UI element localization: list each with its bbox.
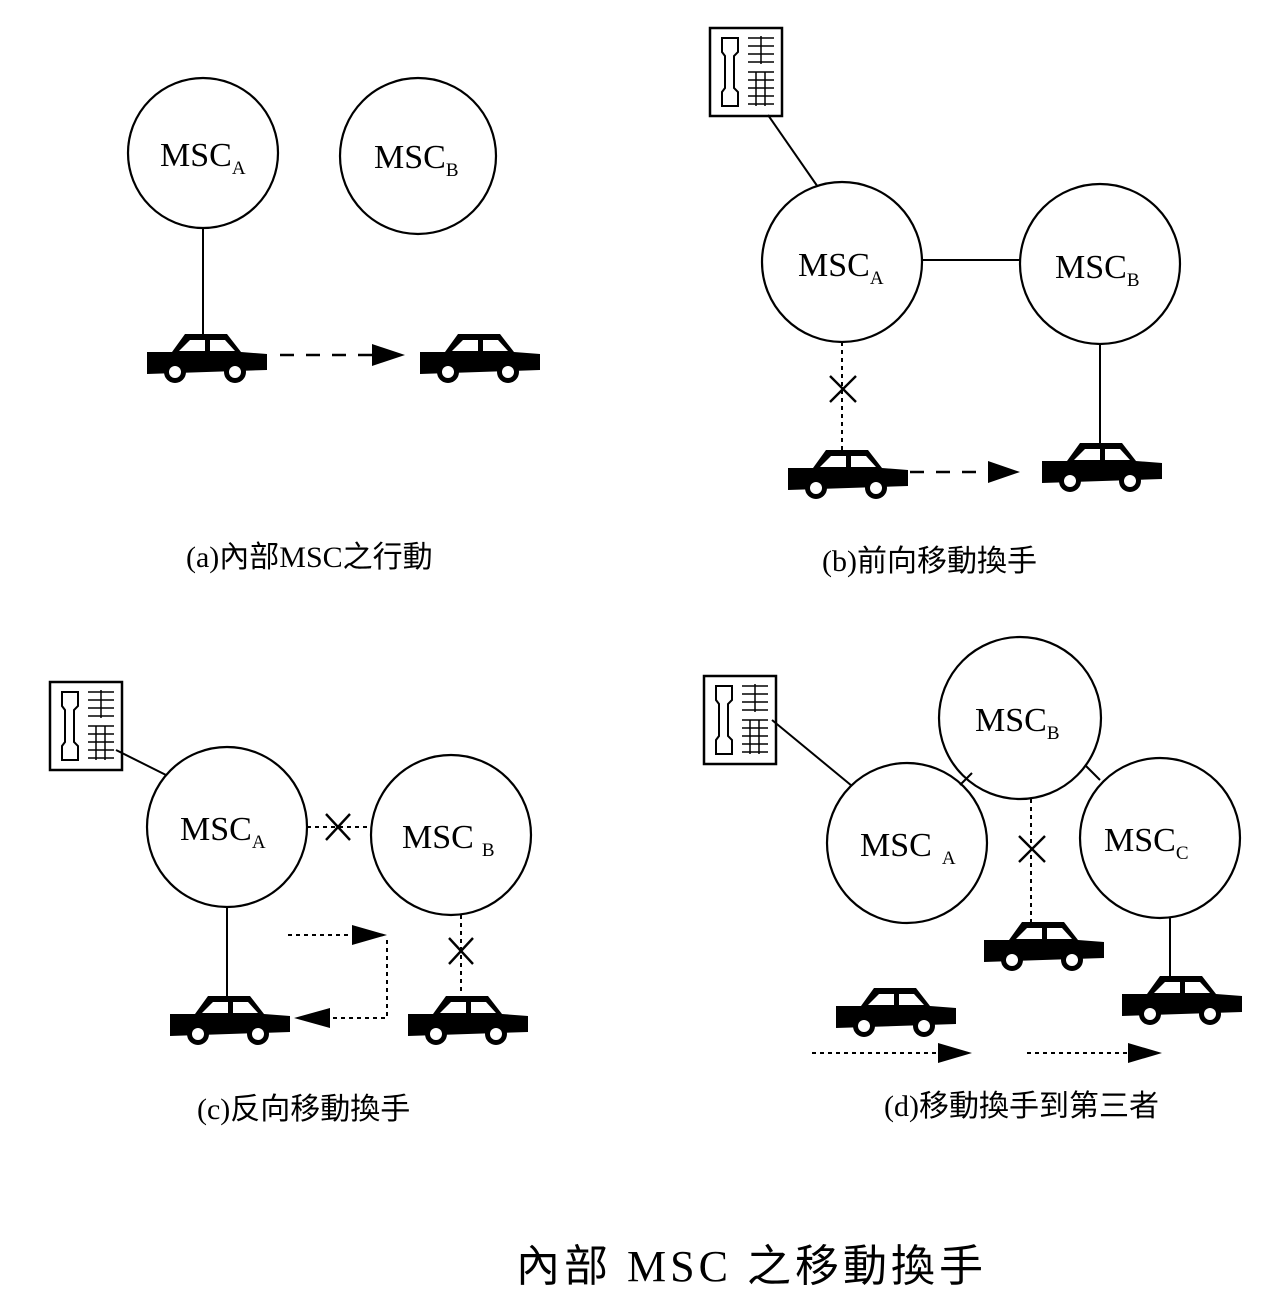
msc-a-label: MSCA <box>180 811 266 853</box>
car-icon <box>1122 976 1242 1025</box>
car-icon <box>788 450 908 499</box>
msc-c-label: MSCC <box>1104 822 1189 864</box>
car-icon <box>408 996 528 1045</box>
link-phone-msc-a <box>115 749 173 779</box>
car-icon <box>984 922 1104 971</box>
msc-a-label: MSCA <box>160 137 246 179</box>
arrow-icon <box>372 344 405 366</box>
caption-d: (d)移動換手到第三者 <box>884 1090 1159 1123</box>
x-mark-icon <box>325 813 351 841</box>
diagram-title: 內部 MSC 之移動換手 <box>516 1242 987 1291</box>
car-icon <box>170 996 290 1045</box>
telephone-icon <box>702 674 778 766</box>
car-icon <box>420 334 540 383</box>
msc-b-label: MSCB <box>975 702 1060 744</box>
x-mark-icon <box>829 375 857 403</box>
caption-c: (c)反向移動換手 <box>197 1093 410 1126</box>
arrow-icon <box>352 925 387 945</box>
msc-a-node <box>825 761 989 925</box>
link-phone-msc-a <box>771 719 853 787</box>
car-icon <box>147 334 267 383</box>
telephone-icon <box>708 26 784 118</box>
msc-b-label: MSCB <box>1055 249 1140 291</box>
panel-b: MSCA MSCB (b)前向移動換手 <box>708 26 1182 578</box>
car-icon <box>1042 443 1162 492</box>
link-phone-msc-a <box>767 114 821 191</box>
x-mark-icon <box>1018 835 1046 863</box>
msc-b-label: MSCB <box>374 139 459 181</box>
return-arrow-line <box>330 940 388 1019</box>
msc-b-node <box>369 753 533 917</box>
msc-a-label: MSCA <box>798 247 884 289</box>
link-msc-b-msc-c <box>1085 765 1101 781</box>
arrow-icon <box>938 1043 972 1063</box>
car-icon <box>836 988 956 1037</box>
arrow-icon <box>1128 1043 1162 1063</box>
msc-b-node <box>338 76 498 236</box>
telephone-icon <box>48 680 124 772</box>
msc-b-node <box>937 635 1103 801</box>
panel-a: MSCA MSCB (a)內部MSC之行動 <box>126 76 540 574</box>
arrow-icon <box>294 1008 330 1028</box>
link-msc-a-msc-b <box>959 772 973 786</box>
arrow-icon <box>988 461 1020 483</box>
caption-b: (b)前向移動換手 <box>822 545 1037 578</box>
x-mark-icon <box>448 937 474 965</box>
msc-c-node <box>1078 756 1242 920</box>
caption-a: (a)內部MSC之行動 <box>186 541 433 574</box>
